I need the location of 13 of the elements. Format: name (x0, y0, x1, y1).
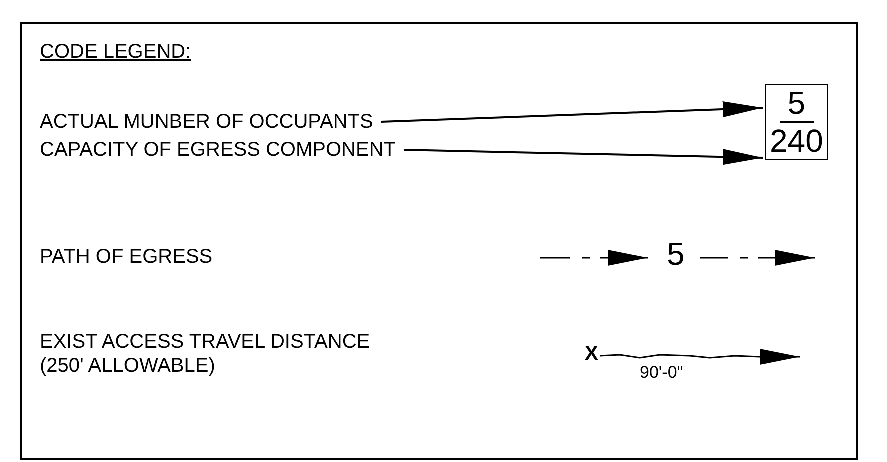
box-number: 240 (770, 123, 824, 159)
legend-text: PATH OF EGRESS (40, 245, 213, 269)
legend-text: EXIST ACCESS TRAVEL DISTANCE (250' ALLOWABLE) (40, 330, 372, 378)
legend-heading: CODE LEGEND: (40, 40, 192, 64)
distance-label: 90'-0" (640, 362, 684, 383)
box-number: 5 (780, 85, 814, 123)
leader-label: CAPACITY OF EGRESS COMPONENT (40, 138, 396, 162)
leader-label: ACTUAL MUNBER OF OCCUPANTS (40, 110, 374, 134)
x-mark: X (585, 342, 598, 366)
leader-arrow (381, 101, 764, 123)
path-number: 5 (667, 236, 685, 272)
occupant-box (765, 84, 828, 160)
leader-arrow (404, 149, 764, 166)
